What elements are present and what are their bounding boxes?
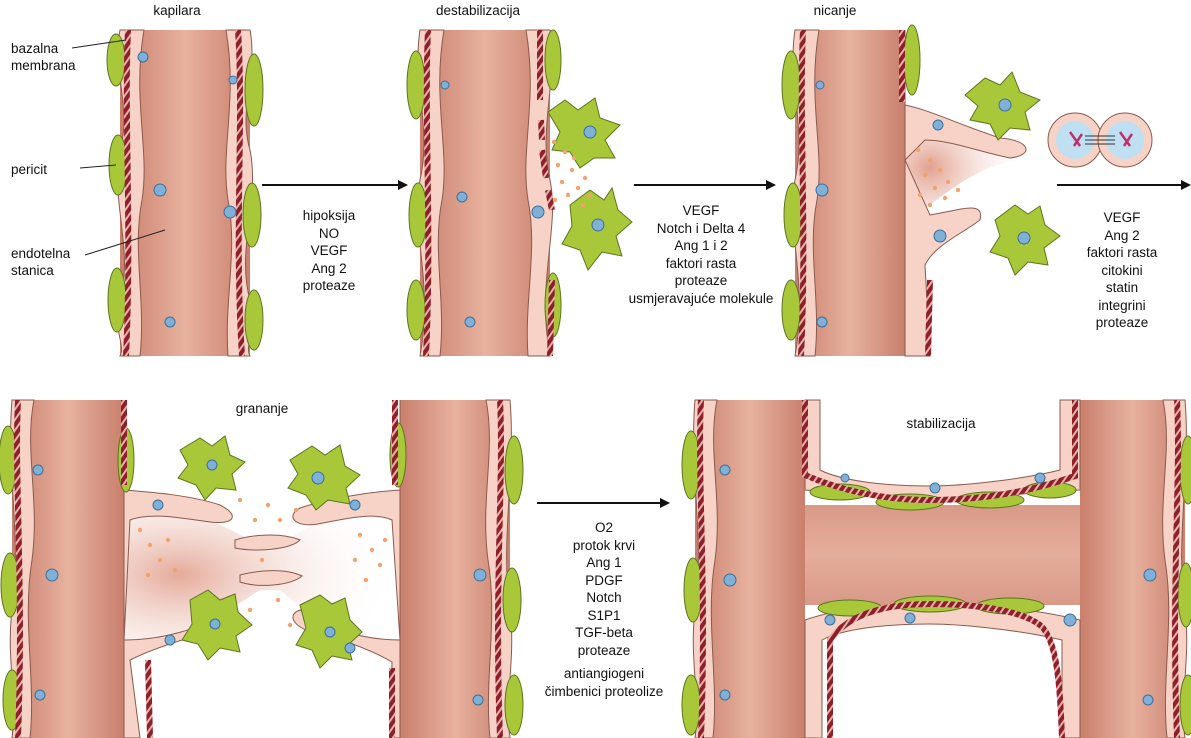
stage-title-stabilizacija: stabilizacija <box>906 416 975 432</box>
label-endotelna-line2: stanica <box>11 262 70 279</box>
label-bazalna-line2: membrana <box>11 57 76 74</box>
arrow-4 <box>537 498 670 508</box>
factor-item: Ang 2 <box>1087 227 1158 245</box>
factor-item: protok krvi <box>545 537 664 555</box>
factor-item: antiangiogeni <box>545 665 664 683</box>
factor-item: Ang 1 <box>545 554 664 572</box>
stage-title-kapilara: kapilara <box>153 3 200 19</box>
factor-item: proteaze <box>545 642 664 660</box>
dividing-cell-icon <box>1048 113 1152 167</box>
panel-stabilizacija <box>682 400 1191 738</box>
arrow-2 <box>634 180 776 190</box>
arrow-1 <box>262 180 408 190</box>
label-endotelna-stanica: endotelna stanica <box>11 245 70 279</box>
factor-item: TGF-beta <box>545 624 664 642</box>
factor-item: VEGF <box>629 202 774 220</box>
factor-item: usmjeravajuće molekule <box>629 290 774 308</box>
factor-item: proteaze <box>629 272 774 290</box>
factor-item: proteaze <box>303 277 356 295</box>
label-pericit: pericit <box>11 162 47 178</box>
factors-step1: hipoksija NO VEGF Ang 2 proteaze <box>303 207 356 295</box>
factors-step2: VEGF Notch i Delta 4 Ang 1 i 2 faktori r… <box>629 202 774 307</box>
arrow-3 <box>1057 180 1191 190</box>
stage-title-grananje: grananje <box>236 401 289 417</box>
stage-title-nicanje: nicanje <box>814 3 857 19</box>
factor-item: VEGF <box>303 242 356 260</box>
stage-title-destabilizacija: destabilizacija <box>436 3 520 19</box>
panel-grananje <box>0 400 523 738</box>
factors-step4: O2 protok krvi Ang 1 PDGF Notch S1P1 TGF… <box>545 519 664 700</box>
label-bazalna-line1: bazalna <box>11 40 76 57</box>
factor-item: Notch i Delta 4 <box>629 220 774 238</box>
factor-item: Notch <box>545 589 664 607</box>
factor-item: hipoksija <box>303 207 356 225</box>
factor-item: citokini <box>1087 262 1158 280</box>
panel-kapilara <box>72 30 263 356</box>
factor-item: VEGF <box>1087 209 1158 227</box>
panel-destabilizacija <box>407 30 632 356</box>
factor-item: statin <box>1087 279 1158 297</box>
factor-item: proteaze <box>1087 314 1158 332</box>
factor-item: čimbenici proteolize <box>545 683 664 701</box>
factors-step3: VEGF Ang 2 faktori rasta citokini statin… <box>1087 209 1158 332</box>
factor-item: Ang 1 i 2 <box>629 237 774 255</box>
factor-item: PDGF <box>545 572 664 590</box>
factor-item: faktori rasta <box>1087 244 1158 262</box>
label-bazalna-membrana: bazalna membrana <box>11 40 76 74</box>
factor-item: faktori rasta <box>629 255 774 273</box>
factor-item: S1P1 <box>545 607 664 625</box>
factor-item: Ang 2 <box>303 260 356 278</box>
factor-item: integrini <box>1087 297 1158 315</box>
label-endotelna-line1: endotelna <box>11 245 70 262</box>
factor-item: O2 <box>545 519 664 537</box>
factor-item: NO <box>303 225 356 243</box>
